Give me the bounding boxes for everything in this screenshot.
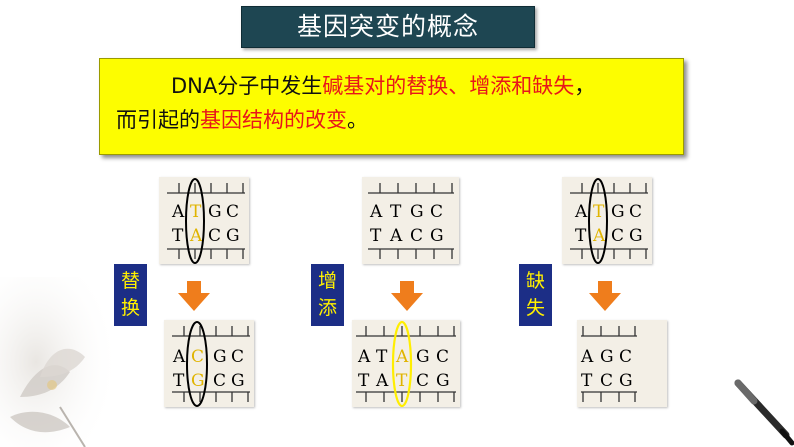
label-char: 换 bbox=[120, 297, 140, 319]
base-top: G bbox=[208, 202, 222, 222]
base-top: A bbox=[172, 347, 186, 367]
definition-text: ， bbox=[574, 74, 596, 98]
base-bottom: T bbox=[581, 371, 593, 391]
label-insertion: 增 添 bbox=[311, 264, 344, 326]
label-char: 缺 bbox=[525, 270, 545, 292]
base-top: A bbox=[395, 347, 409, 367]
definition-highlight: 基因结构的改变 bbox=[200, 108, 347, 132]
base-top: A bbox=[580, 347, 594, 367]
base-top: T bbox=[190, 202, 202, 222]
dna-diagram: A T G C T A C G bbox=[368, 183, 454, 259]
dna-diagram: A G C T C G bbox=[580, 326, 637, 402]
base-bottom: A bbox=[189, 226, 203, 246]
dna-diagram: A C G C T G C G bbox=[172, 321, 250, 407]
base-top: T bbox=[376, 347, 388, 367]
base-top: C bbox=[629, 202, 642, 222]
definition-highlight: 碱基对的替换、增添和缺失 bbox=[322, 74, 575, 98]
base-bottom: C bbox=[208, 226, 221, 246]
base-bottom: T bbox=[370, 226, 382, 246]
dna-after-panel-insertion: A A T A G C T A T C G bbox=[352, 320, 460, 407]
label-substitution: 替 换 bbox=[114, 264, 147, 326]
label-char: 替 bbox=[120, 270, 140, 292]
base-top: C bbox=[226, 202, 239, 222]
base-bottom: G bbox=[629, 226, 643, 246]
dna-before-panel-deletion: A T G C T A C G bbox=[562, 177, 652, 264]
base-top: C bbox=[430, 202, 443, 222]
base-bottom: C bbox=[213, 371, 226, 391]
dna-after-panel-deletion: A G C T C G bbox=[577, 320, 667, 407]
page-title: 基因突变的概念 bbox=[241, 6, 535, 48]
base-bottom: G bbox=[191, 371, 205, 391]
highlight-ellipse bbox=[186, 321, 208, 407]
label-char: 添 bbox=[317, 297, 337, 319]
definition-line-2: 而引起的基因结构的改变。 bbox=[116, 103, 669, 137]
base-top: A bbox=[574, 202, 588, 222]
base-bottom: C bbox=[410, 226, 423, 246]
base-top: A bbox=[171, 202, 185, 222]
dna-before-panel-insertion: A T G C T A C G bbox=[362, 177, 459, 264]
dna-before-panel-substitution: A T G C T A C G bbox=[159, 177, 249, 264]
base-top: A bbox=[369, 202, 383, 222]
dna-diagram: A A T A G C T A T C G bbox=[356, 320, 456, 407]
label-char: 增 bbox=[317, 270, 337, 292]
down-arrow-icon bbox=[178, 281, 210, 311]
base-bottom: C bbox=[416, 371, 429, 391]
base-bottom: A bbox=[375, 371, 389, 391]
down-arrow-icon bbox=[589, 281, 621, 311]
definition-line-1: DNA分子中发生碱基对的替换、增添和缺失， bbox=[116, 69, 669, 103]
highlight-ellipse bbox=[185, 178, 205, 264]
dna-after-panel-substitution: A C G C T G C G bbox=[164, 320, 254, 407]
dna-diagram: A T G C T A C G bbox=[167, 178, 245, 264]
base-top: C bbox=[619, 347, 632, 367]
base-bottom: G bbox=[226, 226, 240, 246]
dna-diagram: A T G C T A C G bbox=[570, 178, 648, 264]
base-top: G bbox=[416, 347, 430, 367]
base-top: G bbox=[600, 347, 614, 367]
base-bottom: T bbox=[396, 371, 408, 391]
base-bottom: T bbox=[575, 226, 587, 246]
base-bottom: G bbox=[619, 371, 633, 391]
base-top: G bbox=[611, 202, 625, 222]
base-top: C bbox=[191, 347, 204, 367]
definition-text: 而引起的 bbox=[116, 108, 200, 132]
label-char: 失 bbox=[525, 297, 545, 319]
base-bottom: G bbox=[231, 371, 245, 391]
base-top: C bbox=[231, 347, 244, 367]
base-bottom: A bbox=[592, 226, 606, 246]
ink-brush-decoration bbox=[734, 379, 794, 446]
base-bottom: C bbox=[600, 371, 613, 391]
base-top: T bbox=[593, 202, 605, 222]
definition-text: 。 bbox=[347, 108, 368, 132]
definition-box: DNA分子中发生碱基对的替换、增添和缺失， 而引起的基因结构的改变。 bbox=[99, 58, 684, 155]
definition-text: DNA分子中发生 bbox=[171, 74, 323, 98]
base-bottom: C bbox=[611, 226, 624, 246]
base-top: G bbox=[213, 347, 227, 367]
base-bottom: G bbox=[436, 371, 450, 391]
base-bottom: A bbox=[389, 226, 403, 246]
base-bottom: T bbox=[358, 371, 370, 391]
base-bottom: T bbox=[172, 226, 184, 246]
highlight-ellipse bbox=[391, 320, 413, 407]
base-bottom: G bbox=[430, 226, 444, 246]
base-top: C bbox=[436, 347, 449, 367]
lotus-painting-decoration bbox=[0, 277, 120, 447]
base-top: T bbox=[390, 202, 402, 222]
highlight-ellipse bbox=[588, 178, 608, 264]
base-top: G bbox=[410, 202, 424, 222]
base-top: A bbox=[357, 347, 371, 367]
down-arrow-icon bbox=[391, 281, 423, 311]
label-deletion: 缺 失 bbox=[519, 264, 552, 326]
base-bottom: T bbox=[173, 371, 185, 391]
